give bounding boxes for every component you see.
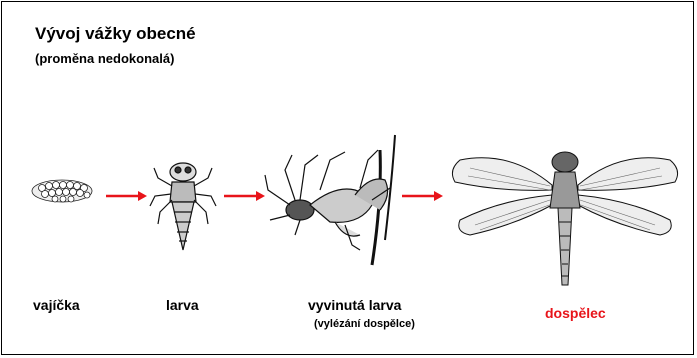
arrow-2 [224,191,265,201]
stage-label-adult: dospělec [545,305,606,321]
arrow-1 [106,191,147,201]
stage-label-larva: larva [166,297,199,313]
arrow-3 [402,191,443,201]
stage-sublabel-emergence: (vylézání dospělce) [314,318,415,330]
stage-label-developed-larva: vyvinutá larva [308,297,401,313]
dragonfly-illustration [452,152,677,285]
stage-label-eggs: vajíčka [33,297,80,313]
eggs-illustration [32,180,92,202]
larva-illustration [150,163,216,250]
emerging-adult-illustration [265,135,395,265]
